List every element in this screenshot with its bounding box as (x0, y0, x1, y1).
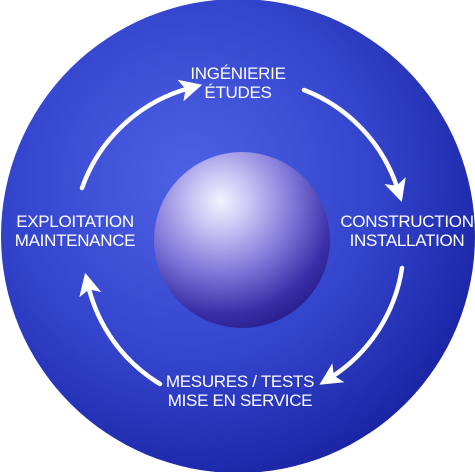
arrow-etudes-to-construction (301, 87, 406, 203)
step-ingenierie-etudes: INGÉNIERIE ÉTUDES (175, 64, 301, 102)
center-sphere (154, 152, 330, 328)
step-line2: INSTALLATION (349, 231, 465, 250)
step-line1: MESURES / TESTS (165, 372, 315, 391)
arrow-installation-to-tests (319, 265, 405, 385)
step-line1: EXPLOITATION (16, 212, 134, 231)
step-line2: MISE EN SERVICE (167, 391, 313, 410)
step-mesures-mise-en-service: MESURES / TESTS MISE EN SERVICE (160, 372, 320, 410)
arrow-maintenance-to-ingenierie (79, 79, 203, 191)
step-construction-installation: CONSTRUCTION INSTALLATION (336, 212, 475, 250)
step-line1: INGÉNIERIE (190, 64, 286, 83)
step-line1: CONSTRUCTION (340, 212, 474, 231)
step-exploitation-maintenance: EXPLOITATION MAINTENANCE (4, 212, 146, 250)
arrow-service-to-exploitation (79, 272, 163, 387)
step-line2: MAINTENANCE (14, 231, 136, 250)
step-line2: ÉTUDES (204, 83, 272, 102)
